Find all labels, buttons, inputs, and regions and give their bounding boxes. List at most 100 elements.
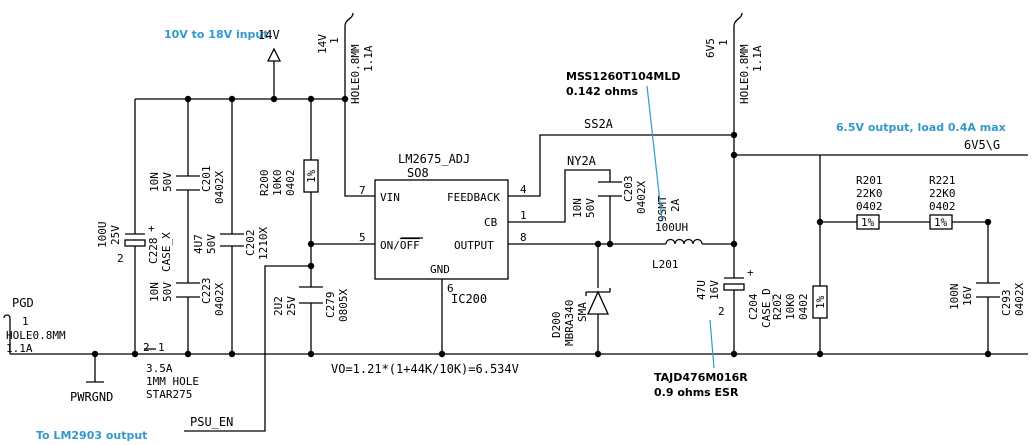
inductor-l201 xyxy=(665,238,703,245)
c202-rating: 50V xyxy=(205,234,218,254)
cap-callout-line xyxy=(709,319,715,369)
vout-formula: VO=1.21*(1+44K/10K)=6.534V xyxy=(331,362,519,376)
hole-14v-type: HOLE0.8MM xyxy=(349,44,362,104)
d200-package: SMA xyxy=(576,302,589,322)
c293-rating: 16V xyxy=(961,286,974,306)
c293-package: 0402X xyxy=(1013,283,1026,316)
hole-pgd xyxy=(3,314,11,328)
d200-ref: D200 xyxy=(550,312,563,339)
ic-pin-onoff-num: 5 xyxy=(359,231,366,244)
c204-pin-num: 2 xyxy=(718,305,725,318)
hole-pgd-pin: 1 xyxy=(22,315,29,328)
r200-value: 10K0 xyxy=(271,170,284,197)
psu-en-note-label: To LM2903 output xyxy=(36,429,147,442)
r221-ref: R221 xyxy=(929,174,956,187)
ic-pin-onoff: ON/OFF xyxy=(380,239,420,252)
star-hole: 1MM HOLE xyxy=(146,375,199,388)
net-pgd-label: PGD xyxy=(12,296,34,310)
ic-lm2675 xyxy=(374,179,509,280)
ic-pin-vin-num: 7 xyxy=(359,184,366,197)
r202-tolerance: 1% xyxy=(814,295,827,309)
net-ny2a: NY2A xyxy=(567,154,597,168)
capacitor-c201 xyxy=(176,175,200,191)
c223-value: 10N xyxy=(148,282,161,302)
hole-6v5-pin: 1 xyxy=(717,39,730,46)
c293-ref: C293 xyxy=(1000,290,1013,317)
ic-pin-vin: VIN xyxy=(380,191,400,204)
c203-value: 10N xyxy=(571,198,584,218)
diode-d200 xyxy=(585,288,611,315)
l201-value: 100UH xyxy=(655,221,688,234)
c204-package: CASE_D xyxy=(760,288,773,328)
c279-rating: 25V xyxy=(285,296,298,316)
c223-rating: 50V xyxy=(161,282,174,302)
net-pwrgnd-label: PWRGND xyxy=(70,390,113,404)
c228-value: 100U xyxy=(96,222,109,249)
hole-14v-rating: 1.1A xyxy=(362,45,375,72)
ic-pin-output-num: 8 xyxy=(520,231,527,244)
c201-value: 10N xyxy=(148,172,161,192)
c204-value: 47U xyxy=(695,280,708,300)
capacitor-c223 xyxy=(176,282,200,298)
ic-part-number: LM2675_ADJ xyxy=(398,152,470,166)
r202-value: 10K0 xyxy=(784,294,797,321)
c201-package: 0402X xyxy=(213,171,226,204)
hole-6v5 xyxy=(733,12,743,36)
net-6v5g-label: 6V5\G xyxy=(964,138,1000,152)
c204-ref: C204 xyxy=(747,293,760,320)
c228-pin-num: 2 xyxy=(117,252,124,265)
r201-tolerance: 1% xyxy=(861,216,875,229)
net-14v-label: 14V xyxy=(258,28,280,42)
r202-ref: R202 xyxy=(771,294,784,321)
c204-pin-plus: + xyxy=(747,266,754,279)
capacitor-c202 xyxy=(220,233,244,247)
input-arrow-14v xyxy=(266,47,282,62)
star-ref: STAR275 xyxy=(146,388,192,401)
r200-tolerance: 1% xyxy=(305,169,318,183)
d200-part: MBRA340 xyxy=(563,300,576,346)
l201-type: 9SMT xyxy=(656,195,669,222)
hole-6v5-rating: 1.1A xyxy=(751,45,764,72)
ic-pin-gnd-num: 6 xyxy=(447,282,454,295)
hole-14v-net: 14V xyxy=(316,34,329,54)
r221-tolerance: 1% xyxy=(934,216,948,229)
star-current: 3.5A xyxy=(146,362,173,375)
c202-ref: C202 xyxy=(244,230,257,257)
c202-package: 1210X xyxy=(257,227,270,260)
hole-pgd-type: HOLE0.8MM xyxy=(6,329,66,342)
capacitor-c204 xyxy=(723,277,745,291)
hole-6v5-net: 6V5 xyxy=(704,38,717,58)
c228-rating: 25V xyxy=(109,225,122,245)
ic-pin-cb: CB xyxy=(484,216,498,229)
c293-value: 100N xyxy=(948,284,961,311)
c223-ref: C223 xyxy=(200,278,213,305)
c279-ref: C279 xyxy=(324,292,337,319)
ic-ref: IC200 xyxy=(451,292,487,306)
r201-ref: R201 xyxy=(856,174,883,187)
c203-ref: C203 xyxy=(622,176,635,203)
r201-value: 22K0 xyxy=(856,187,883,200)
capacitor-c228 xyxy=(124,233,146,247)
capacitor-c293 xyxy=(976,282,1000,298)
r221-value: 22K0 xyxy=(929,187,956,200)
capacitor-c203 xyxy=(598,181,622,197)
resistor-r201 xyxy=(856,214,880,230)
star-pin2: 2 xyxy=(143,341,150,354)
hole-14v xyxy=(344,12,354,36)
junction-dots xyxy=(91,95,992,358)
c201-ref: C201 xyxy=(200,166,213,193)
hole-14v-pin: 1 xyxy=(328,37,341,44)
r200-ref: R200 xyxy=(258,170,271,197)
c203-rating: 50V xyxy=(584,198,597,218)
c223-package: 0402X xyxy=(213,283,226,316)
star-pin1: 1 xyxy=(158,341,165,354)
net-psu-en-label: PSU_EN xyxy=(190,415,233,429)
net-ss2a: SS2A xyxy=(584,117,614,131)
inductor-callout-line xyxy=(646,85,663,221)
r221-package: 0402 xyxy=(929,200,956,213)
c228-ref: C228 xyxy=(147,238,160,265)
hole-pgd-rating: 1.1A xyxy=(6,342,33,355)
ic-pin-feedback-num: 4 xyxy=(520,183,527,196)
ic-pin-output: OUTPUT xyxy=(454,239,494,252)
